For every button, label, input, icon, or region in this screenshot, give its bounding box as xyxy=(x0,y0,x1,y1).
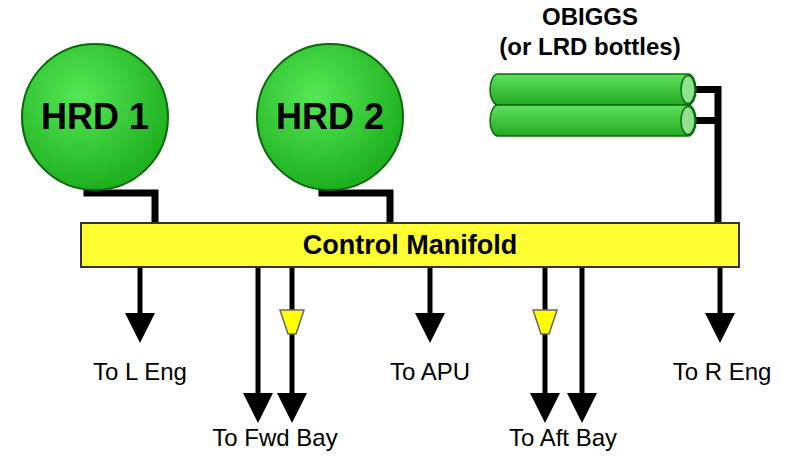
outlet-label: To APU xyxy=(390,358,470,386)
tank-circle: HRD 2 xyxy=(255,42,405,192)
control-manifold-band: Control Manifold xyxy=(80,222,740,268)
outlet-label: To Aft Bay xyxy=(509,424,617,452)
outlet-line xyxy=(543,268,548,408)
node-label: HRD 2 xyxy=(276,96,384,138)
bottle-group: OBIGGS(or LRD bottles) xyxy=(450,2,730,142)
outlet-line xyxy=(290,268,295,408)
outlet-label: To Fwd Bay xyxy=(212,424,337,452)
outlet-line xyxy=(718,268,723,328)
outlet-line xyxy=(256,268,261,408)
outlet-line xyxy=(580,268,585,408)
feed-pipe xyxy=(696,86,718,222)
tank-circle: HRD 1 xyxy=(20,42,170,192)
outlet-line xyxy=(138,268,143,328)
outlet-label: To L Eng xyxy=(93,358,187,386)
flow-restrictor xyxy=(533,310,557,334)
node-label: HRD 1 xyxy=(41,96,149,138)
outlet-line xyxy=(428,268,433,328)
node-label: Control Manifold xyxy=(303,230,517,261)
outlet-label: To R Eng xyxy=(673,358,772,386)
flow-restrictor xyxy=(280,310,304,334)
bottle-heading: OBIGGS xyxy=(542,2,638,32)
bottle-heading: (or LRD bottles) xyxy=(499,32,680,62)
